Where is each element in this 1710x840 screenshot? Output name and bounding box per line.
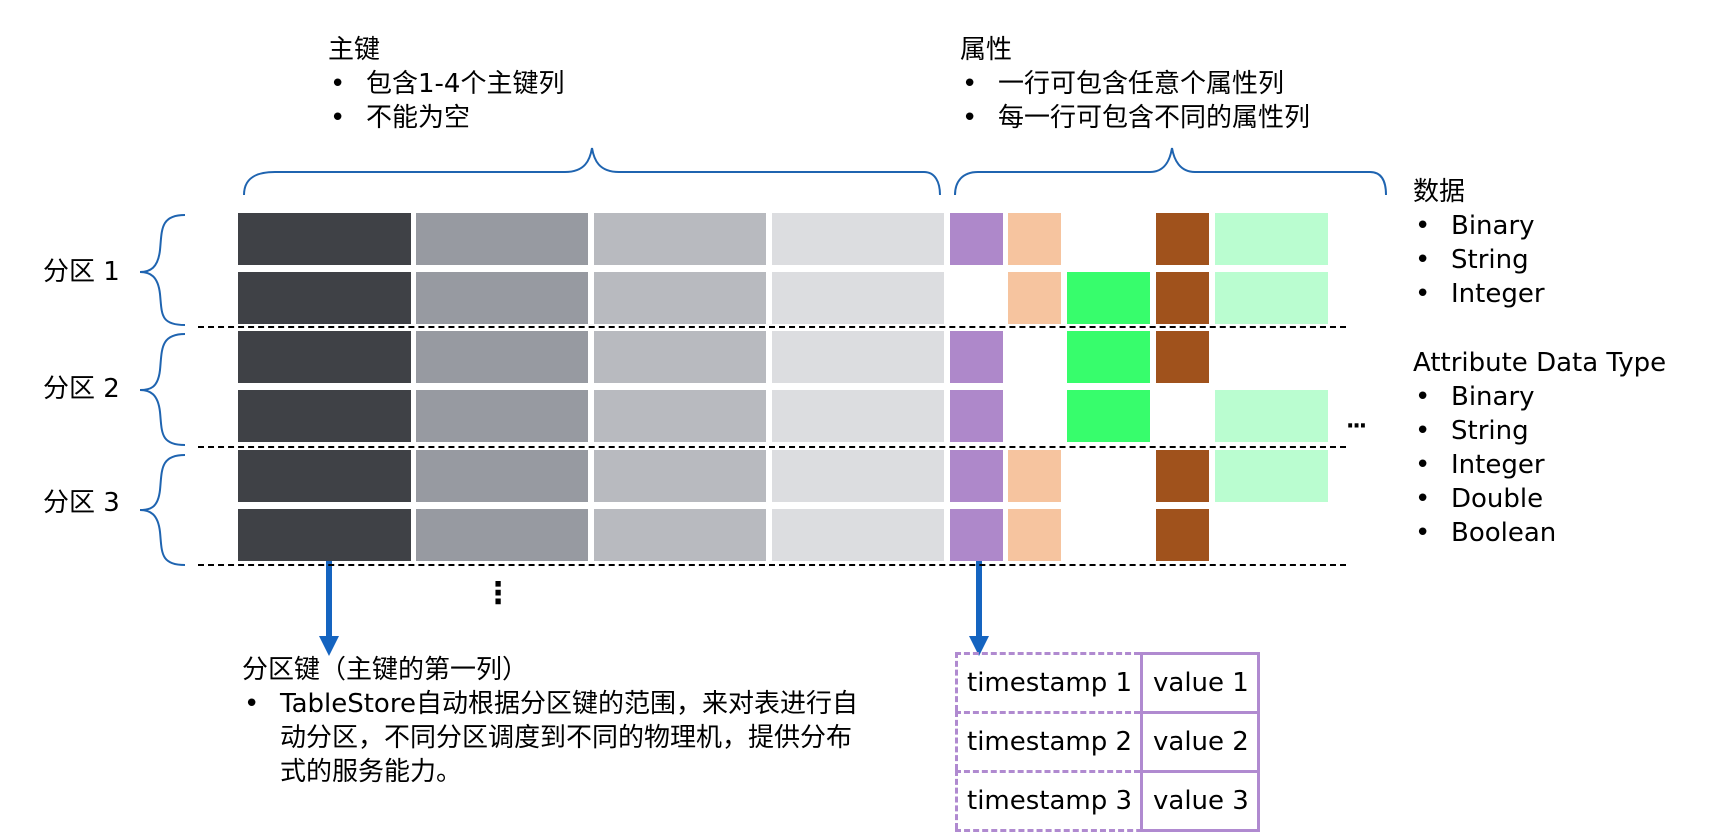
partition-key-desc-line: TableStore自动根据分区键的范围，来对表进行自 (280, 689, 858, 719)
version-row: timestamp 3 value 3 (955, 770, 1260, 832)
attribute-data-type-item: Binary (1413, 380, 1666, 414)
primary-key-heading: 主键 包含1-4个主键列 不能为空 (328, 33, 564, 135)
pk-cell-4 (772, 450, 944, 502)
primary-key-bullet: 包含1-4个主键列 (328, 67, 564, 101)
data-type-item: Binary (1413, 209, 1545, 243)
primary-key-title: 主键 (328, 35, 381, 65)
partition-divider (198, 564, 1346, 566)
attribute-data-type-item: Double (1413, 482, 1666, 516)
pk-cell-1 (238, 331, 411, 383)
bullet-icon: • (244, 689, 260, 719)
attribute-data-types-list: Attribute Data Type Binary String Intege… (1413, 346, 1666, 550)
attr-cell-green (1067, 272, 1150, 324)
data-type-item: String (1413, 243, 1545, 277)
pk-cell-3 (594, 331, 766, 383)
pk-cell-1 (238, 272, 411, 324)
attr-cell-mint (1215, 390, 1328, 442)
partition-key-desc-line: 动分区，不同分区调度到不同的物理机，提供分布 (280, 723, 853, 753)
attr-cell-brown (1156, 213, 1209, 265)
version-timestamp: timestamp 2 (955, 711, 1140, 770)
data-type-item: Integer (1413, 277, 1545, 311)
data-types-title: 数据 (1413, 177, 1466, 207)
partition-divider (198, 446, 1346, 448)
partition-divider (198, 326, 1346, 328)
pk-cell-1 (238, 213, 411, 265)
partition-key-title: 分区键（主键的第一列） (242, 655, 529, 685)
attr-cell-mint (1215, 450, 1328, 502)
pk-cell-2 (416, 272, 588, 324)
version-row: timestamp 2 value 2 (955, 711, 1260, 770)
pk-cell-2 (416, 213, 588, 265)
version-timestamp: timestamp 3 (955, 770, 1140, 829)
attribute-data-types-title: Attribute Data Type (1413, 348, 1667, 378)
attr-cell-purple (950, 213, 1003, 265)
more-columns-ellipsis: ··· (1346, 414, 1367, 439)
attr-cell-peach (1008, 450, 1061, 502)
attr-cell-brown (1156, 272, 1209, 324)
pk-cell-4 (772, 213, 944, 265)
pk-cell-2 (416, 390, 588, 442)
pk-cell-2 (416, 509, 588, 561)
attr-cell-purple (950, 390, 1003, 442)
attr-cell-peach (1008, 272, 1061, 324)
attributes-bullet: 每一行可包含不同的属性列 (960, 101, 1310, 135)
attributes-title: 属性 (960, 35, 1013, 65)
version-row: timestamp 1 value 1 (955, 652, 1260, 711)
pk-cell-4 (772, 331, 944, 383)
version-value: value 3 (1140, 770, 1260, 832)
more-rows-ellipsis: ⋮ (483, 576, 513, 611)
pk-cell-3 (594, 213, 766, 265)
partition-key-note: 分区键（主键的第一列） • TableStore自动根据分区键的范围，来对表进行… (242, 653, 858, 789)
partition-key-desc-line: 式的服务能力。 (280, 757, 463, 787)
partition-label-3: 分区 3 (43, 488, 120, 518)
pk-cell-4 (772, 390, 944, 442)
attribute-data-type-item: String (1413, 414, 1666, 448)
attributes-heading: 属性 一行可包含任意个属性列 每一行可包含不同的属性列 (960, 33, 1310, 135)
version-value: value 1 (1140, 652, 1260, 711)
partition-label-2: 分区 2 (43, 374, 120, 404)
attr-cell-green (1067, 390, 1150, 442)
pk-cell-4 (772, 272, 944, 324)
version-table: timestamp 1 value 1 timestamp 2 value 2 … (955, 652, 1260, 832)
attr-cell-mint (1215, 213, 1328, 265)
pk-cell-1 (238, 390, 411, 442)
pk-cell-2 (416, 450, 588, 502)
attr-cell-mint (1215, 272, 1328, 324)
attr-cell-purple (950, 331, 1003, 383)
pk-cell-1 (238, 450, 411, 502)
pk-cell-4 (772, 509, 944, 561)
attr-cell-brown (1156, 450, 1209, 502)
pk-cell-2 (416, 331, 588, 383)
attribute-data-type-item: Boolean (1413, 516, 1666, 550)
pk-cell-3 (594, 509, 766, 561)
attr-cell-purple (950, 450, 1003, 502)
primary-key-bullet: 不能为空 (328, 101, 564, 135)
attr-cell-purple (950, 509, 1003, 561)
pk-cell-1 (238, 509, 411, 561)
attr-cell-green (1067, 331, 1150, 383)
attr-cell-brown (1156, 331, 1209, 383)
pk-cell-3 (594, 272, 766, 324)
attr-cell-peach (1008, 213, 1061, 265)
attribute-data-type-item: Integer (1413, 448, 1666, 482)
version-timestamp: timestamp 1 (955, 652, 1140, 711)
attr-cell-brown (1156, 509, 1209, 561)
data-types-list: 数据 Binary String Integer (1413, 175, 1545, 311)
attributes-bullet: 一行可包含任意个属性列 (960, 67, 1310, 101)
pk-cell-3 (594, 390, 766, 442)
pk-cell-3 (594, 450, 766, 502)
attr-cell-peach (1008, 509, 1061, 561)
partition-label-1: 分区 1 (43, 257, 120, 287)
version-value: value 2 (1140, 711, 1260, 770)
